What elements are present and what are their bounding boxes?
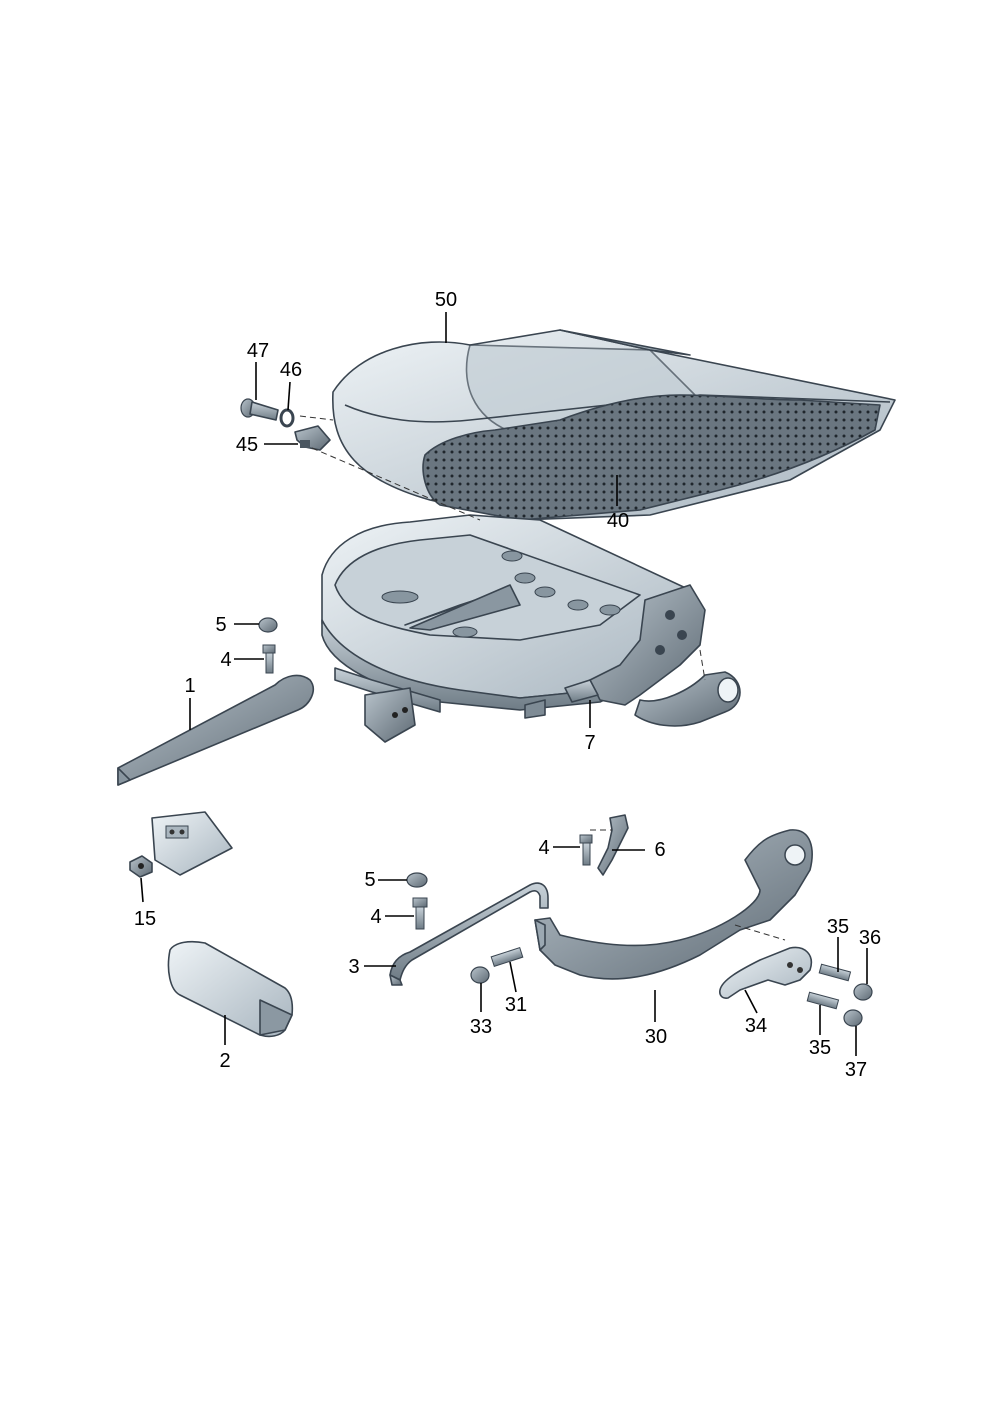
handle-3 — [389, 882, 549, 986]
callout-3: 3 — [348, 956, 359, 978]
cap-5-lower — [406, 872, 428, 888]
callout-33: 33 — [470, 1016, 492, 1038]
armrest-1 — [117, 674, 314, 786]
callout-6: 6 — [654, 839, 665, 861]
leader-lines — [140, 312, 868, 1056]
callout-5-lower: 5 — [364, 869, 375, 891]
callout-35-upper: 35 — [827, 916, 849, 938]
callout-4-lower: 4 — [370, 906, 381, 928]
callout-4-bracket: 4 — [538, 837, 549, 859]
callout-50: 50 — [435, 289, 457, 311]
bracket-30 — [534, 829, 813, 980]
screw-35-upper — [818, 963, 852, 982]
callout-40: 40 — [607, 510, 629, 532]
cap-33 — [470, 966, 490, 984]
clip-45 — [294, 425, 331, 451]
callout-46: 46 — [280, 359, 302, 381]
screw-35-lower — [806, 991, 840, 1010]
lever-34 — [719, 946, 812, 999]
perforated-cover-40 — [422, 394, 881, 521]
callout-7: 7 — [584, 732, 595, 754]
bracket-15 — [151, 811, 233, 876]
callout-37: 37 — [845, 1059, 867, 1081]
callout-30: 30 — [645, 1026, 667, 1048]
screw-4-bracket — [579, 834, 593, 866]
cap-37 — [843, 1009, 863, 1027]
armrest-pad-2 — [167, 940, 294, 1038]
callout-31: 31 — [505, 994, 527, 1016]
screw-4-upper — [262, 644, 276, 674]
bolt-47 — [240, 398, 279, 421]
bracket-6 — [597, 814, 629, 876]
seat-frame — [321, 514, 741, 743]
screw-4-lower — [412, 897, 428, 930]
callout-5-upper: 5 — [215, 614, 226, 636]
callout-4-upper: 4 — [220, 649, 231, 671]
washer-46 — [279, 408, 295, 428]
screw-31 — [490, 946, 524, 968]
nut-15 — [129, 855, 153, 878]
callout-labels: 50 47 46 45 40 5 4 1 7 4 6 15 5 4 3 35 3… — [134, 289, 881, 1081]
callout-47: 47 — [247, 340, 269, 362]
cap-36 — [853, 983, 873, 1001]
callout-45: 45 — [236, 434, 258, 456]
callout-36: 36 — [859, 927, 881, 949]
cap-5-upper — [258, 617, 278, 633]
callout-34: 34 — [745, 1015, 767, 1037]
callout-2: 2 — [219, 1050, 230, 1072]
callout-15: 15 — [134, 908, 156, 930]
callout-1: 1 — [184, 675, 195, 697]
callout-35-lower: 35 — [809, 1037, 831, 1059]
